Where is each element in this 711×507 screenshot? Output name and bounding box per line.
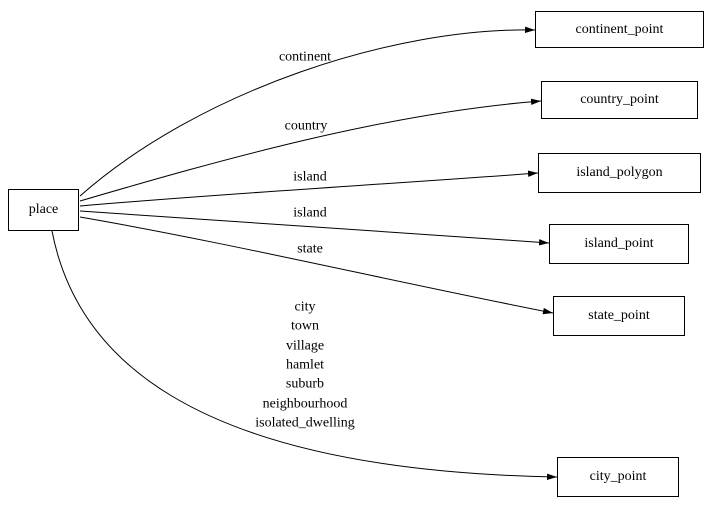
node-state-point-label: state_point (588, 308, 650, 323)
node-island-polygon: island_polygon (538, 153, 701, 193)
edge-label-island-point: island (293, 205, 327, 221)
node-city-point: city_point (557, 457, 679, 497)
edge-place-country-point (79, 98, 542, 202)
node-state-point: state_point (553, 296, 685, 336)
node-city-point-label: city_point (589, 469, 647, 484)
node-island-polygon-label: island_polygon (576, 165, 663, 180)
edge-place-state-point (79, 216, 554, 315)
edge-label-country: country (284, 118, 328, 134)
node-continent-point: continent_point (535, 11, 704, 48)
edge-place-island-point (79, 210, 550, 246)
edge-label-state: state (297, 241, 323, 257)
node-continent-point-label: continent_point (575, 21, 664, 37)
edge-place-continent-point (79, 26, 536, 197)
edge-place-city-point (51, 230, 558, 481)
node-place: place (8, 189, 79, 231)
node-place-label: place (28, 202, 59, 217)
edge-place-island-polygon (79, 170, 539, 207)
node-island-point: island_point (549, 224, 689, 264)
edge-label-continent: continent (278, 49, 332, 65)
node-island-point-label: island_point (584, 236, 654, 251)
edge-label-island-polygon: island (293, 169, 327, 185)
node-country-point-label: country_point (580, 92, 659, 107)
node-country-point: country_point (541, 81, 698, 119)
edge-label-city-variants: city town village hamlet suburb neighbou… (255, 299, 355, 431)
